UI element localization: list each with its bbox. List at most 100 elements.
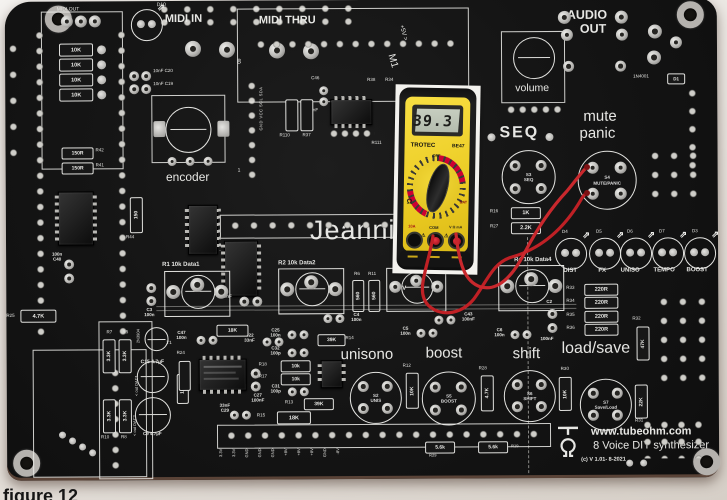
boost-label: boost [425, 344, 463, 362]
r11-resistor: 560 [368, 279, 381, 312]
cap-footprint [136, 361, 169, 394]
pcb-board: MIDI IN MIDI THRU ⇗ D10 MIDI OUT 10K 10K… [4, 0, 721, 481]
r27-resistor: 2.2K [510, 222, 541, 235]
midi-in-led-footprint: ⇗ [130, 2, 165, 42]
r13-resistor: 39K [303, 398, 334, 411]
r35-resistor: 220R [584, 310, 619, 323]
jack-v-label: V Ω mA [449, 225, 463, 230]
r5-ref: R5 [122, 329, 129, 335]
r8-resistor: 3.3K [118, 399, 133, 434]
r31-resistor: 22K [634, 384, 648, 419]
version-label: (c) V 1.01- 8-2021 [581, 456, 626, 463]
r18-resistor: 10k [280, 360, 311, 373]
jack-10a [405, 231, 424, 249]
pin-gnd: GND [322, 448, 328, 458]
r5-resistor: 3.3K [118, 339, 132, 374]
pin-gnd: GND [270, 448, 276, 458]
r4-pot-label: R4 10k Data4 [514, 257, 552, 264]
tubeohm-logo [557, 426, 578, 458]
d10-ref: D10 [156, 2, 166, 9]
bat-label: BAT [459, 200, 468, 205]
encoder-shaft [165, 106, 212, 154]
r15-resistor: 18K [276, 411, 311, 425]
resistor [285, 99, 299, 132]
r33-resistor: 220R [584, 283, 619, 296]
loadsave-label: load/save [561, 339, 631, 357]
r27-ref: R27 [489, 223, 499, 229]
boost-led: ⇗ [683, 229, 719, 270]
shift-label: shift [512, 345, 541, 363]
dial-off-label: OFF [432, 152, 441, 159]
d1-diode: D1 [667, 73, 686, 85]
panic-label: panic [579, 124, 616, 142]
ohm-symbol: Ω [406, 198, 413, 206]
r16-ref: R16 [489, 208, 499, 214]
r7-resistor: 3.3K [102, 339, 116, 374]
din-pad [218, 41, 236, 58]
pin-m8v: -8V [335, 448, 341, 455]
model-label: BE47 [452, 143, 465, 150]
r44-ref: R44 [125, 234, 135, 240]
red-plug [431, 236, 440, 245]
resistor-18k: 18K [216, 324, 249, 337]
r11-ref: R11 [368, 270, 377, 276]
volume-label: volume [515, 82, 550, 95]
pin-3v3: 3.3V [218, 448, 224, 457]
r24-ref: R24 [176, 349, 185, 355]
r111-ref: R111 [371, 139, 382, 145]
d7-ref: D7 [658, 228, 665, 234]
tempo-led: ⇗ [651, 229, 687, 270]
r6-resistor: 560 [352, 279, 365, 313]
r30-resistor: 10K [558, 376, 572, 411]
r29-ref: R29 [429, 452, 437, 458]
r12-resistor: 10K [405, 372, 419, 409]
multimeter-face: 39.3 TROTEC BE47 OFF Ω BAT 10A COM V Ω m… [402, 96, 471, 253]
m1-label: M1 [385, 52, 400, 70]
display-header [252, 37, 460, 51]
r14-resistor: 39K [317, 334, 346, 347]
pin-gnd: GND [257, 448, 263, 458]
jack-v-ohm-ma [447, 232, 466, 250]
r37-ref: R37 [302, 132, 311, 138]
d1-part-label: 1N4001 [633, 73, 649, 79]
jack-com [426, 231, 445, 250]
ref-voltage-chip [198, 358, 247, 391]
resistor-10k: 10K [59, 88, 94, 102]
jack-com-label: COM [429, 224, 439, 231]
pin1-label: 1 [237, 167, 241, 174]
red-plug [452, 236, 461, 245]
c9-label: C9 4.7µF [143, 431, 162, 437]
lcd-frame: 39.3 [411, 104, 464, 137]
c2-value: 100nF [540, 335, 554, 342]
lcd-display: 39.3 [412, 108, 461, 133]
pin-3v3: 3.3V [231, 448, 237, 457]
jack-10a-label: 10A [408, 223, 416, 229]
midi-in-label: MIDI IN [164, 12, 203, 26]
r38-ref: R38 [367, 76, 376, 82]
c20-label: 10nF C20 [153, 67, 173, 74]
resistor [178, 360, 191, 391]
r17-ref: R17 [258, 373, 267, 379]
r34-resistor: 220R [584, 296, 619, 309]
brand-label: TROTEC [410, 142, 436, 149]
r30-ref: R30 [560, 365, 569, 371]
c9-footprint [134, 397, 172, 434]
r6-ref: R6 [354, 271, 360, 277]
c46-ref: C46 [311, 75, 320, 81]
fx-led: ⇗ [588, 230, 624, 270]
r2-pot-label: R2 10k Data2 [278, 260, 316, 267]
soic-chip [330, 98, 373, 126]
socket-column [114, 27, 130, 340]
